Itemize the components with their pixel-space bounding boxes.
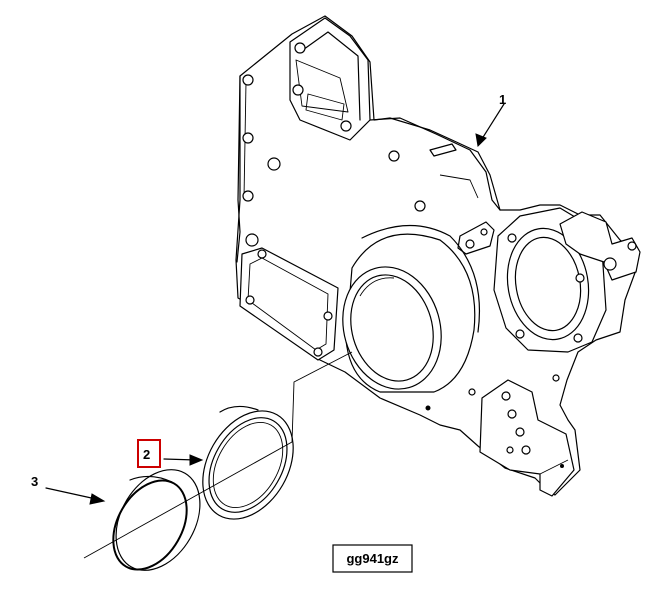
callout-label-1: 1 <box>499 92 506 107</box>
callout-highlight-box <box>137 439 161 468</box>
figure-id-box: gg941gz <box>332 544 413 573</box>
leader-arrow-3 <box>45 487 106 505</box>
figure-id-label: gg941gz <box>346 551 399 566</box>
front-crankshaft-seal <box>202 405 294 520</box>
callout-label-2: 2 <box>143 447 150 462</box>
wear-sleeve <box>112 469 201 571</box>
gear-cover-housing <box>235 15 641 497</box>
leader-arrow-1 <box>475 103 505 148</box>
assembly-centerline <box>83 351 353 559</box>
leader-arrow-2 <box>163 454 204 466</box>
callout-label-3: 3 <box>31 474 38 489</box>
